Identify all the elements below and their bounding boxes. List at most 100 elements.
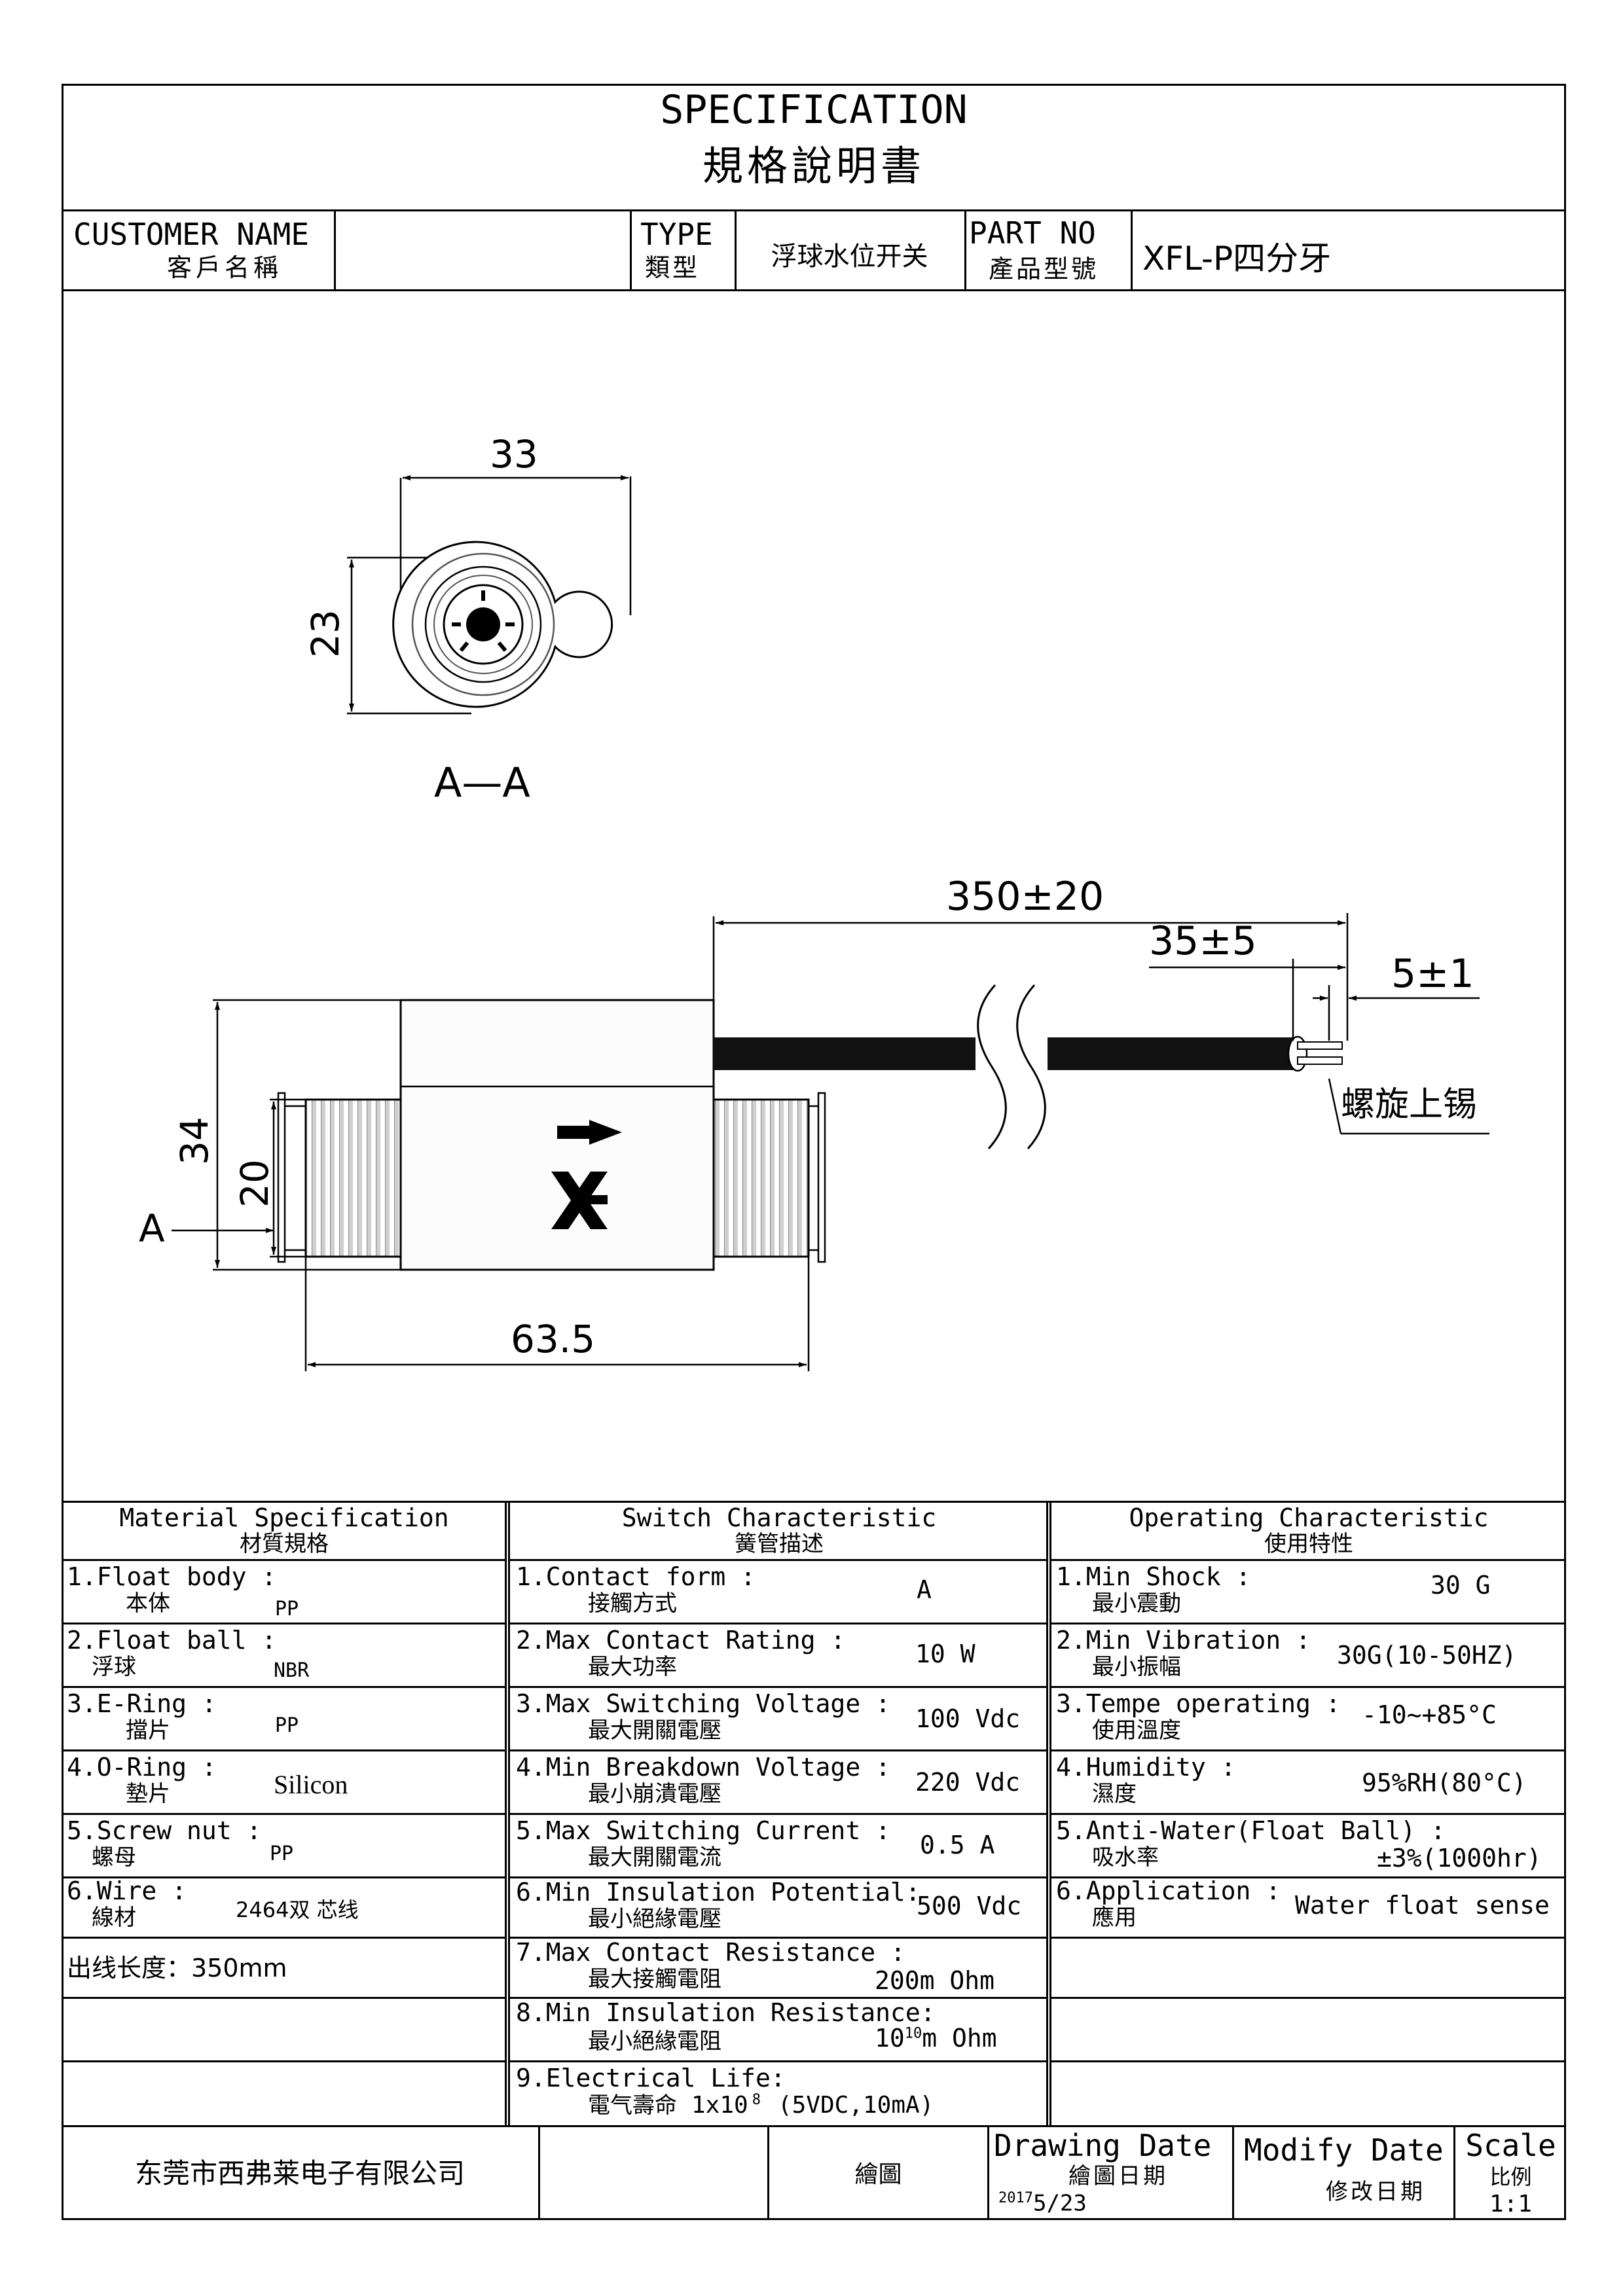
material-row-value: Silicon xyxy=(274,1770,348,1799)
life-base: 1x10 xyxy=(691,2092,748,2119)
switch-row-value: 500 Vdc xyxy=(917,1892,1022,1920)
material-header-en: Material Specification xyxy=(119,1503,449,1532)
drawing-date-label-en: Drawing Date xyxy=(994,2128,1212,2163)
thread-end xyxy=(277,1092,286,1263)
section-view xyxy=(347,475,632,715)
info-sep xyxy=(334,209,336,289)
date-year: 2017 xyxy=(998,2190,1033,2206)
scale-label-cn: 比例 xyxy=(1489,2164,1532,2189)
switch-row-cn: 最大開關電壓 xyxy=(588,1717,721,1744)
date-day: 5/23 xyxy=(1032,2190,1087,2217)
row-line xyxy=(510,1876,1048,1878)
dim-lead-length: 5±1 xyxy=(1391,951,1474,997)
row-line xyxy=(1051,1997,1566,1999)
info-sep xyxy=(735,209,737,289)
operating-row-value: Water float sense xyxy=(1295,1891,1550,1920)
row-line xyxy=(510,1749,1048,1751)
operating-row-value: ±3%(1000hr) xyxy=(1377,1844,1542,1873)
dim-strip-length: 35±5 xyxy=(1149,918,1257,964)
section-label: A—A xyxy=(434,759,530,806)
switch-row-label: 9.Electrical Life: xyxy=(516,2064,786,2092)
material-row-label: 1.Float body : xyxy=(67,1562,277,1591)
dim-total-length: 63.5 xyxy=(511,1317,596,1361)
scale-value: 1:1 xyxy=(1489,2191,1533,2217)
row-line xyxy=(62,1686,507,1688)
wire-length-note: 出线长度：350mm xyxy=(67,1954,287,1982)
row-line xyxy=(62,1813,507,1815)
insulation-resistance-value: 1010m Ohm xyxy=(875,2026,997,2051)
company-name: 东莞市西弗莱电子有限公司 xyxy=(134,2157,465,2189)
operating-header-cn: 使用特性 xyxy=(1264,1531,1353,1557)
switch-row-label: 3.Max Switching Voltage : xyxy=(516,1689,890,1718)
break-mark xyxy=(1016,984,1046,1150)
dim-body-height: 34 xyxy=(172,1117,217,1165)
row-line xyxy=(62,1876,507,1878)
switch-row-label: 8.Min Insulation Resistance: xyxy=(516,1998,936,2027)
value-base: 10 xyxy=(875,2024,905,2053)
switch-row-value: 220 Vdc xyxy=(915,1768,1021,1797)
operating-header-en: Operating Characteristic xyxy=(1129,1503,1489,1532)
footer-top xyxy=(62,2125,1566,2127)
float-ring xyxy=(411,552,555,696)
switch-row-value: 100 Vdc xyxy=(915,1704,1021,1733)
section-marker: A xyxy=(139,1206,165,1251)
row-line xyxy=(510,1559,1048,1561)
core-spoke xyxy=(459,641,469,652)
left-thread xyxy=(304,1098,402,1258)
operating-row-label: 4.Humidity : xyxy=(1056,1753,1236,1782)
value-unit: m Ohm xyxy=(922,2024,997,2053)
reed-switch-core xyxy=(466,607,500,641)
row-line xyxy=(1051,2060,1566,2062)
dim-thread-diameter: 20 xyxy=(232,1159,277,1208)
type-label-cn: 類型 xyxy=(645,253,701,282)
type-value: 浮球水位开关 xyxy=(771,242,928,272)
drawing-date-value: 20175/23 xyxy=(998,2190,1087,2217)
row-line xyxy=(1051,1749,1566,1751)
break-mark xyxy=(977,984,1007,1150)
row-line xyxy=(510,1686,1048,1688)
material-row-label: 2.Float ball : xyxy=(67,1626,277,1655)
operating-row-label: 3.Tempe operating : xyxy=(1056,1689,1341,1718)
material-row-value: PP xyxy=(275,1714,299,1737)
operating-row-cn: 最小震動 xyxy=(1092,1590,1181,1617)
dim-section-height: 23 xyxy=(303,609,348,658)
title-cn: 規格說明書 xyxy=(702,142,925,190)
material-row-label: 5.Screw nut : xyxy=(67,1816,262,1845)
row-line xyxy=(62,1623,507,1624)
row-line xyxy=(1051,1686,1566,1688)
material-row-value: PP xyxy=(275,1598,299,1621)
operating-row-label: 2.Min Vibration : xyxy=(1056,1626,1311,1655)
switch-row-cn: 最小崩潰電壓 xyxy=(588,1781,721,1807)
customer-label-en: CUSTOMER NAME xyxy=(73,217,310,252)
info-sep xyxy=(1131,209,1133,289)
right-thread xyxy=(712,1098,810,1258)
material-row-cn: 擋片 xyxy=(126,1717,170,1744)
footer-sep xyxy=(538,2125,540,2220)
modify-date-label-cn: 修改日期 xyxy=(1326,2179,1425,2205)
material-row-cn: 線材 xyxy=(92,1905,136,1931)
wire-lead xyxy=(1297,1056,1343,1065)
material-row-cn: 螺母 xyxy=(92,1844,136,1871)
row-line xyxy=(1051,1623,1566,1624)
operating-row-value: 95%RH(80°C) xyxy=(1362,1768,1527,1797)
row-line xyxy=(510,1623,1048,1624)
footer-sep xyxy=(987,2125,989,2220)
row-line xyxy=(1051,1937,1566,1939)
value-exponent: 10 xyxy=(904,2025,922,2042)
modify-date-label-en: Modify Date xyxy=(1244,2132,1444,2168)
row-line xyxy=(62,2060,507,2062)
info-divider xyxy=(62,289,1566,291)
row-line xyxy=(1051,1876,1566,1878)
operating-row-value: -10~+85°C xyxy=(1362,1700,1497,1729)
switch-row-value: 10 W xyxy=(915,1640,976,1668)
technical-drawing xyxy=(172,475,1489,1371)
switch-row-label: 1.Contact form : xyxy=(516,1562,756,1591)
flow-arrow-icon xyxy=(557,1120,622,1145)
switch-row-cn: 接觸方式 xyxy=(588,1590,677,1617)
switch-row-value: 200m Ohm xyxy=(875,1966,995,1995)
material-row-cn: 本体 xyxy=(126,1590,170,1617)
tinning-note: 螺旋上锡 xyxy=(1341,1085,1478,1124)
operating-row-cn: 吸水率 xyxy=(1092,1844,1159,1871)
brand-logo-icon xyxy=(551,1172,608,1229)
operating-row-cn: 使用溫度 xyxy=(1092,1717,1181,1744)
